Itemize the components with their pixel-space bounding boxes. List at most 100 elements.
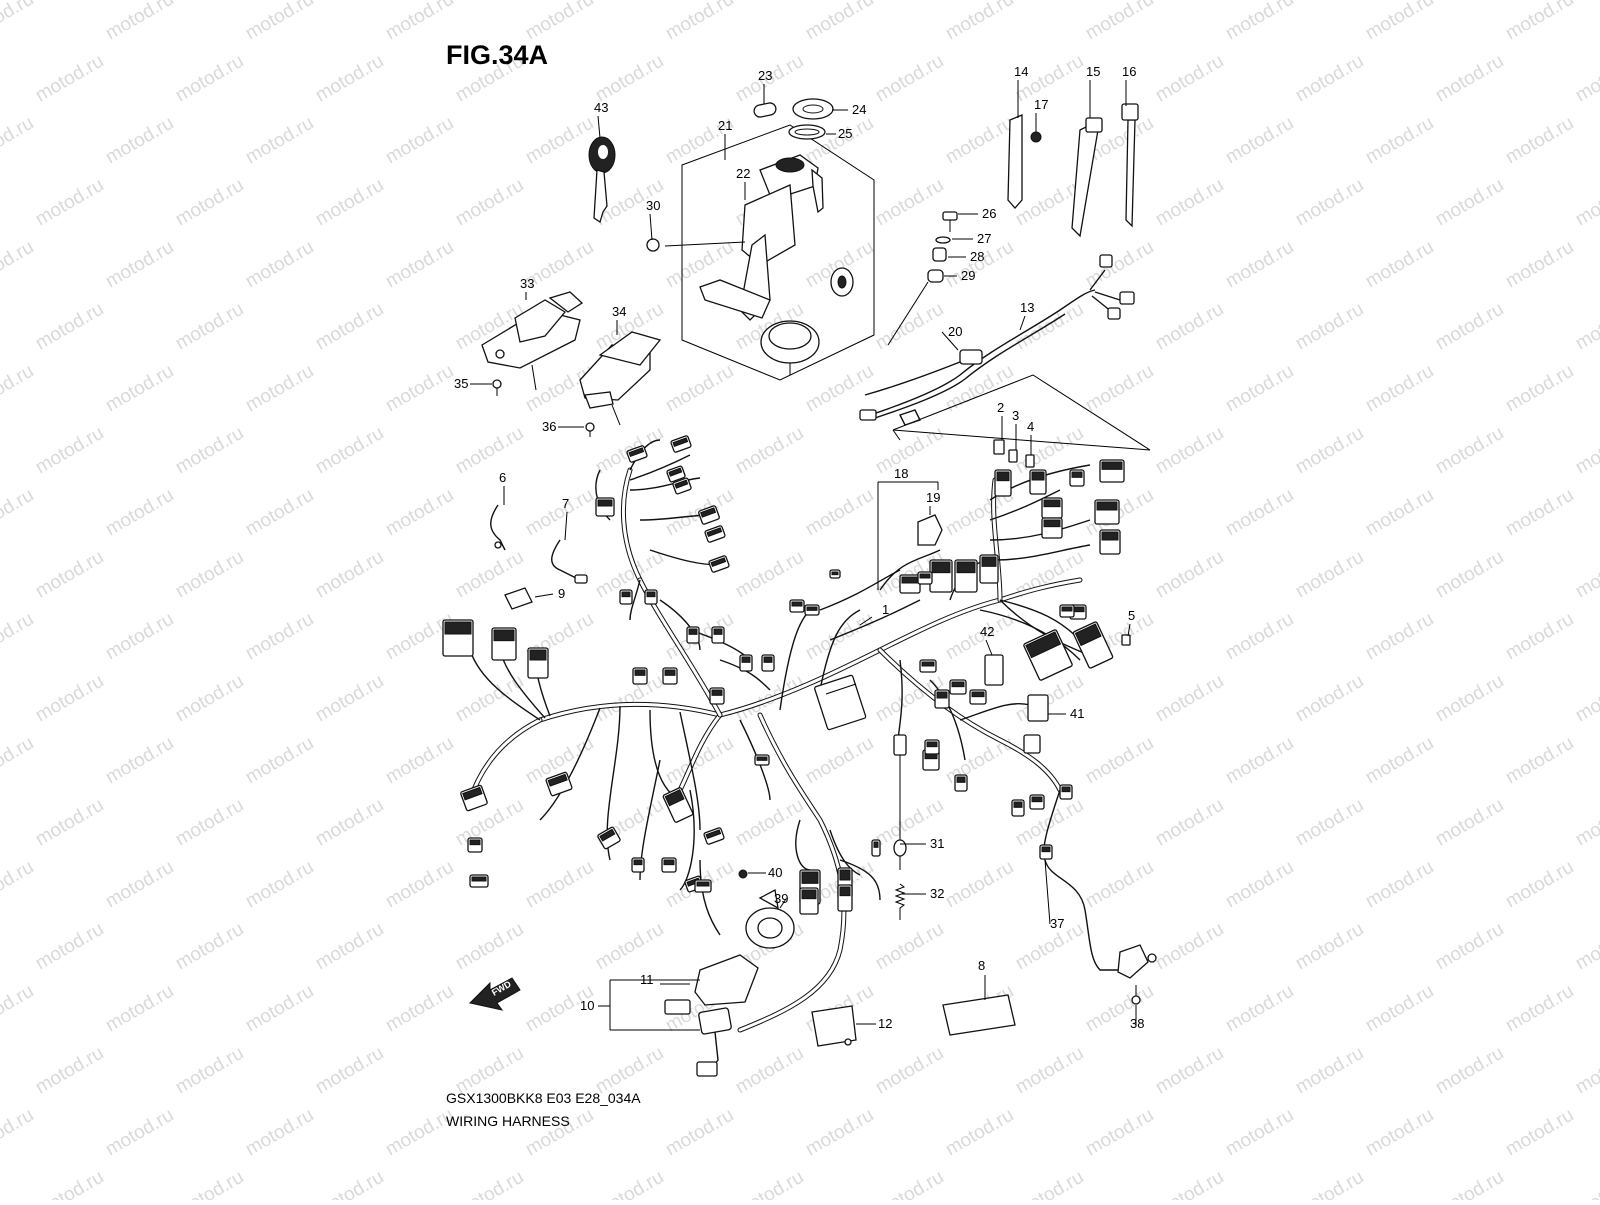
watermark-text: motod.ru [32, 1043, 107, 1099]
watermark-text: motod.ru [32, 547, 107, 603]
drawing-code: GSX1300BKK8 E03 E28_034A [446, 1090, 641, 1106]
watermark-text: motod.ru [102, 857, 177, 913]
watermark-text: motod.ru [1362, 113, 1437, 169]
watermark-text: motod.ru [32, 299, 107, 355]
watermark-text: motod.ru [32, 423, 107, 479]
connector [1059, 604, 1075, 618]
watermark-text: motod.ru [522, 113, 597, 169]
watermark-text: motod.ru [1222, 0, 1297, 44]
watermark-text: motod.ru [1572, 795, 1600, 851]
watermark-text: motod.ru [1432, 1167, 1507, 1200]
watermark-text: motod.ru [102, 361, 177, 417]
watermark-text: motod.ru [242, 981, 317, 1037]
callout-17: 17 [1034, 97, 1048, 112]
watermark-text: motod.ru [0, 857, 37, 913]
harness-clamps [1007, 103, 1139, 238]
watermark-text: motod.ru [1572, 1167, 1600, 1200]
watermark-text: motod.ru [1432, 547, 1507, 603]
watermark-text: motod.ru [1152, 1043, 1227, 1099]
leader-line [859, 616, 873, 626]
connector [949, 679, 967, 695]
watermark-text: motod.ru [312, 547, 387, 603]
watermark-text: motod.ru [732, 547, 807, 603]
watermark-text: motod.ru [1222, 857, 1297, 913]
watermark-text: motod.ru [1502, 857, 1577, 913]
watermark-text: motod.ru [172, 795, 247, 851]
watermark-text: motod.ru [242, 361, 317, 417]
clamp-6 [490, 504, 506, 551]
watermark-text: motod.ru [382, 981, 457, 1037]
watermark-text: motod.ru [32, 175, 107, 231]
connector [799, 887, 819, 915]
watermark-text: motod.ru [1362, 857, 1437, 913]
connector [929, 559, 953, 593]
callout-1: 1 [882, 602, 889, 617]
ecm-connector-block [814, 674, 867, 731]
watermark-text: motod.ru [1362, 981, 1437, 1037]
watermark-text: motod.ru [1362, 361, 1437, 417]
watermark-text: motod.ru [1082, 361, 1157, 417]
clamp-7 [551, 539, 588, 584]
callout-29: 29 [961, 268, 975, 283]
callout-32: 32 [930, 886, 944, 901]
watermark-text: motod.ru [1572, 51, 1600, 107]
watermark-text: motod.ru [32, 795, 107, 851]
callout-6: 6 [499, 470, 506, 485]
connector [1094, 499, 1120, 525]
callout-21: 21 [718, 118, 732, 133]
watermark-text: motod.ru [732, 1167, 807, 1200]
connector [969, 689, 987, 705]
watermark-text: motod.ru [32, 671, 107, 727]
watermark-text: motod.ru [942, 361, 1017, 417]
watermark-text: motod.ru [942, 857, 1017, 913]
fuse-group-frame [892, 374, 1151, 451]
callout-25: 25 [838, 126, 852, 141]
watermark-text: motod.ru [452, 795, 527, 851]
watermark-text: motod.ru [802, 361, 877, 417]
watermark-text: motod.ru [1502, 1105, 1577, 1161]
connector [545, 771, 573, 797]
relay-12 [811, 1005, 857, 1047]
callout-16: 16 [1122, 64, 1136, 79]
connector [1039, 844, 1053, 860]
watermark-text: motod.ru [1152, 671, 1227, 727]
watermark-text: motod.ru [1572, 1043, 1600, 1099]
callout-18: 18 [894, 466, 908, 481]
pad-8 [942, 994, 1016, 1036]
fuse-2-3-4 [993, 439, 1035, 468]
watermark-text: motod.ru [1502, 981, 1577, 1037]
leader-line [941, 331, 959, 351]
watermark-text: motod.ru [872, 1167, 947, 1200]
connector [739, 654, 753, 672]
callout-15: 15 [1086, 64, 1100, 79]
key-43 [588, 136, 616, 224]
sensor-37 [1117, 944, 1157, 1005]
watermark-text: motod.ru [1222, 237, 1297, 293]
watermark-text: motod.ru [1502, 113, 1577, 169]
watermark-text: motod.ru [0, 981, 37, 1037]
watermark-text: motod.ru [1222, 113, 1297, 169]
connector [619, 589, 633, 605]
connector [1041, 497, 1063, 519]
watermark-text: motod.ru [1432, 423, 1507, 479]
connector [1099, 529, 1121, 555]
watermark-text: motod.ru [802, 0, 877, 44]
watermark-text: motod.ru [0, 733, 37, 789]
connector [672, 477, 692, 495]
watermark-text: motod.ru [1292, 299, 1367, 355]
watermark-text: motod.ru [1572, 299, 1600, 355]
connector [922, 749, 940, 771]
watermark-text: motod.ru [1152, 795, 1227, 851]
watermark-text: motod.ru [1152, 1167, 1227, 1200]
connector [694, 879, 712, 893]
watermark-text: motod.ru [592, 1167, 667, 1200]
leader-line [779, 898, 787, 909]
leader-line [985, 639, 993, 656]
callout-42: 42 [980, 624, 994, 639]
callout-28: 28 [970, 249, 984, 264]
ecm-bracket-33 [481, 291, 584, 391]
callout-2: 2 [997, 400, 1004, 415]
leader-line [597, 115, 601, 139]
connector [1011, 799, 1025, 817]
